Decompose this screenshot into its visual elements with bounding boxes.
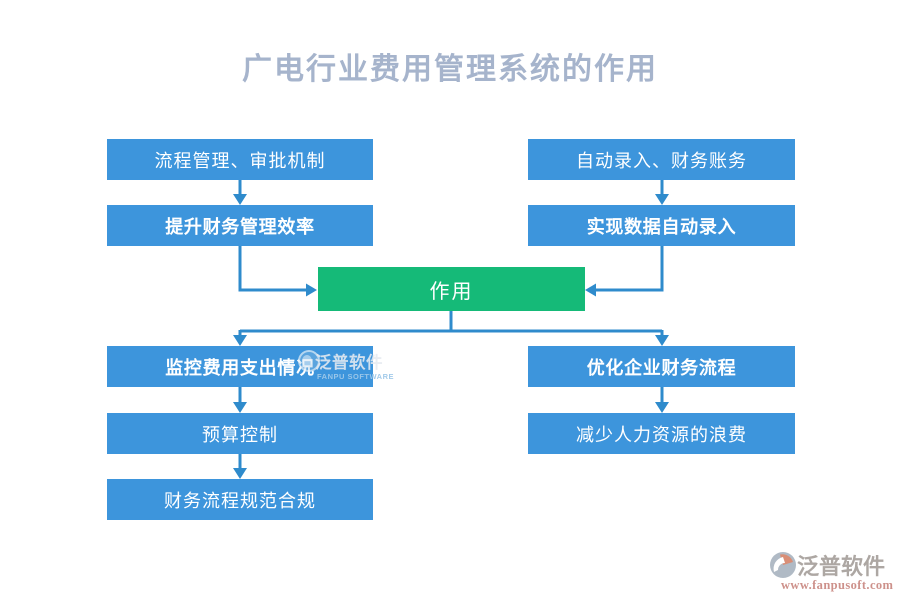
- node-right-3-label: 优化企业财务流程: [586, 357, 737, 378]
- connector-r2-center: [596, 246, 664, 292]
- footer-logo-brand: 泛普软件: [797, 554, 886, 579]
- node-left-2: 提升财务管理效率: [107, 205, 373, 246]
- node-right-2: 实现数据自动录入: [528, 205, 795, 246]
- node-right-4-label: 减少人力资源的浪费: [576, 424, 747, 445]
- node-left-5: 财务流程规范合规: [107, 479, 373, 520]
- watermark-brand: 泛普软件: [315, 354, 383, 372]
- node-left-2-label: 提升财务管理效率: [165, 216, 315, 237]
- node-left-1: 流程管理、审批机制: [107, 139, 373, 180]
- node-right-3: 优化企业财务流程: [528, 346, 795, 387]
- arrowhead-r3-r4: [655, 402, 669, 413]
- node-right-1-label: 自动录入、财务账务: [576, 150, 747, 171]
- arrowhead-l3-l4: [233, 402, 247, 413]
- page-title: 广电行业费用管理系统的作用: [242, 53, 658, 86]
- node-left-5-label: 财务流程规范合规: [164, 490, 316, 511]
- arrowhead-l1-l2: [233, 194, 247, 205]
- arrowhead-split-left: [233, 335, 247, 346]
- node-left-3-label: 监控费用支出情况: [165, 357, 315, 378]
- node-left-4-label: 预算控制: [202, 424, 278, 445]
- center-watermark: 泛普软件 FANPU SOFTWARE: [283, 347, 413, 387]
- footer-logo-url: www.fanpusoft.com: [781, 578, 894, 592]
- footer-logo: 泛普软件 www.fanpusoft.com: [768, 549, 898, 595]
- arrowhead-l2-center: [306, 283, 317, 297]
- node-center: 作用: [318, 267, 585, 311]
- node-center-label: 作用: [429, 280, 474, 303]
- fanpu-logo-icon: [770, 552, 796, 578]
- node-left-4: 预算控制: [107, 413, 373, 454]
- node-right-4: 减少人力资源的浪费: [528, 413, 795, 454]
- node-right-1: 自动录入、财务账务: [528, 139, 795, 180]
- arrowhead-split-right: [655, 335, 669, 346]
- arrowhead-r2-center: [585, 283, 596, 297]
- connector-l2-center: [238, 246, 306, 292]
- node-left-3: 监控费用支出情况: [107, 346, 373, 387]
- node-right-2-label: 实现数据自动录入: [586, 216, 737, 237]
- watermark-caption: FANPU SOFTWARE: [317, 372, 395, 381]
- arrowhead-r1-r2: [655, 194, 669, 205]
- watermark-logo-icon: [298, 350, 320, 372]
- node-left-1-label: 流程管理、审批机制: [154, 150, 326, 171]
- arrowhead-l4-l5: [233, 468, 247, 479]
